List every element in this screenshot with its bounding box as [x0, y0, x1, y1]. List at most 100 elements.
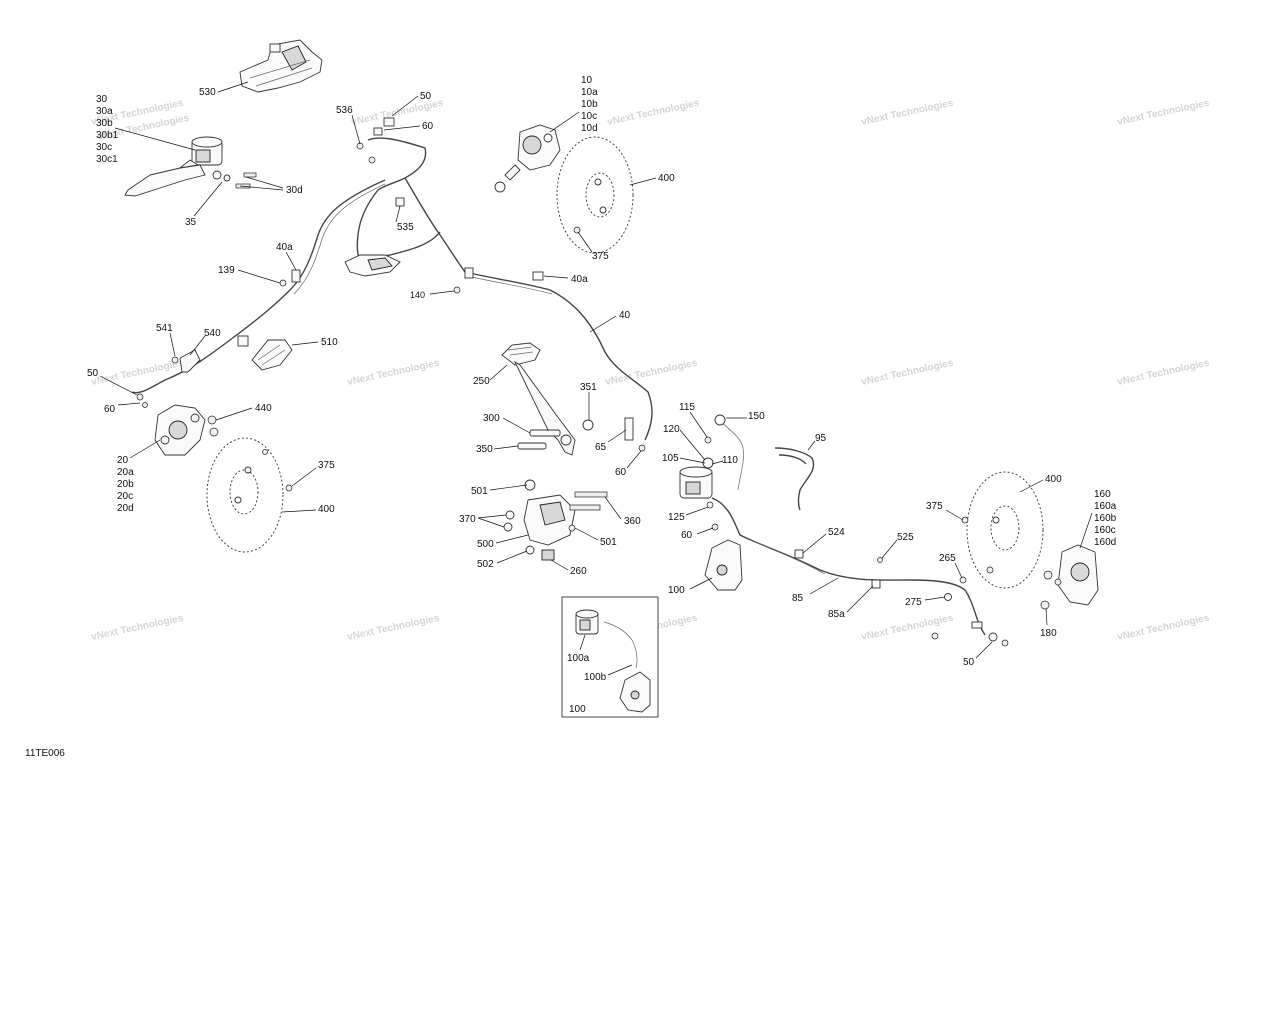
label-30b1: 30b1 — [96, 130, 119, 141]
part-40a-clip-right — [532, 271, 544, 281]
part-530-bracket — [239, 39, 323, 93]
label-85a: 85a — [828, 609, 845, 620]
label-10: 10 — [581, 75, 593, 86]
label-10c: 10c — [581, 111, 597, 122]
part-20-front-left-caliper — [136, 393, 219, 456]
label-500: 500 — [477, 539, 494, 550]
label-525: 525 — [897, 532, 914, 543]
brake-lines — [131, 137, 986, 636]
watermark: vNext Technologies — [860, 613, 954, 643]
part-510-guard — [251, 339, 293, 371]
label-160b: 160b — [1094, 513, 1117, 524]
part-139-bolt — [279, 279, 287, 287]
label-524: 524 — [828, 527, 845, 538]
label-265: 265 — [939, 553, 956, 564]
watermark: vNext Technologies — [1116, 358, 1210, 388]
label-360: 360 — [624, 516, 641, 527]
label-20b: 20b — [117, 479, 134, 490]
label-139: 139 — [218, 265, 235, 276]
label-160: 160 — [1094, 489, 1111, 500]
label-30d: 30d — [286, 185, 303, 196]
part-160-rear-caliper — [1040, 544, 1099, 610]
label-375-left: 375 — [318, 460, 335, 471]
part-500-pedal-bracket — [523, 479, 608, 546]
label-95: 95 — [815, 433, 827, 444]
part-100-rear-master-cylinder — [679, 414, 743, 591]
label-40a-right: 40a — [571, 274, 588, 285]
label-60-top: 60 — [422, 121, 434, 132]
label-30: 30 — [96, 94, 108, 105]
label-250: 250 — [473, 376, 490, 387]
part-10-front-right-caliper — [494, 124, 561, 193]
label-50-br: 50 — [963, 657, 975, 668]
inset-box-100 — [561, 596, 659, 718]
label-110: 110 — [722, 455, 738, 466]
part-140-bolt — [453, 267, 474, 294]
part-40a-clip-left — [291, 269, 301, 283]
label-20: 20 — [117, 455, 129, 466]
part-30-master-cylinder — [124, 136, 231, 197]
label-20c: 20c — [117, 491, 133, 502]
part-400-brake-disc-front-left — [206, 437, 293, 553]
watermark: vNext Technologies — [90, 613, 184, 643]
label-140: 140 — [410, 290, 425, 300]
part-400-brake-disc-front-right — [556, 136, 634, 254]
label-10b: 10b — [581, 99, 598, 110]
label-40: 40 — [619, 310, 631, 321]
part-540-bracket — [179, 335, 249, 373]
label-440: 440 — [255, 403, 272, 414]
part-536-fitting — [356, 117, 395, 164]
callout-labels: 530 30 30a 30b 30b1 30c 30c1 30d 35 536 … — [25, 75, 1117, 759]
watermark: vNext Technologies — [1116, 98, 1210, 128]
label-85: 85 — [792, 593, 804, 604]
watermark: vNext Technologies — [90, 358, 184, 388]
label-370: 370 — [459, 514, 476, 525]
label-502: 502 — [477, 559, 494, 570]
label-535: 535 — [397, 222, 414, 233]
label-100: 100 — [668, 585, 685, 596]
leader-lines — [99, 81, 1093, 676]
label-300: 300 — [483, 413, 500, 424]
label-375-top: 375 — [592, 251, 609, 262]
label-400-right: 400 — [1045, 474, 1062, 485]
label-275: 275 — [905, 597, 922, 608]
label-10d: 10d — [581, 123, 598, 134]
part-541-bolt — [171, 356, 179, 364]
label-160a: 160a — [1094, 501, 1117, 512]
label-530: 530 — [199, 87, 216, 98]
part-65-pushrod — [624, 417, 646, 452]
label-351: 351 — [580, 382, 597, 393]
label-115: 115 — [679, 402, 695, 413]
label-160c: 160c — [1094, 525, 1116, 536]
watermark: vNext Technologies — [860, 98, 954, 128]
label-30c: 30c — [96, 142, 112, 153]
part-300-pin — [517, 429, 561, 450]
part-370-nuts — [503, 510, 515, 532]
label-35: 35 — [185, 217, 197, 228]
label-120: 120 — [663, 424, 680, 435]
label-65: 65 — [595, 442, 607, 453]
label-30b: 30b — [96, 118, 113, 129]
label-400-top: 400 — [658, 173, 675, 184]
label-510: 510 — [321, 337, 338, 348]
part-351-washer — [582, 419, 594, 431]
label-100a: 100a — [567, 653, 590, 664]
part-524-clip — [794, 549, 804, 559]
watermark: vNext Technologies — [346, 358, 440, 388]
label-105: 105 — [662, 453, 679, 464]
part-260-switch — [541, 549, 555, 561]
label-30c1: 30c1 — [96, 154, 118, 165]
watermark: vNext Technologies — [860, 358, 954, 388]
label-350: 350 — [476, 444, 493, 455]
label-50-top: 50 — [420, 91, 432, 102]
label-375-right: 375 — [926, 501, 943, 512]
label-150: 150 — [748, 411, 765, 422]
part-535-clip — [344, 197, 405, 277]
watermark: vNext Technologies — [346, 613, 440, 643]
label-160d: 160d — [1094, 537, 1116, 548]
label-501-bot: 501 — [600, 537, 617, 548]
part-400-brake-disc-rear — [961, 471, 1044, 589]
label-125: 125 — [668, 512, 685, 523]
part-30d-bolts — [235, 172, 257, 189]
part-265-fittings — [931, 576, 1009, 647]
